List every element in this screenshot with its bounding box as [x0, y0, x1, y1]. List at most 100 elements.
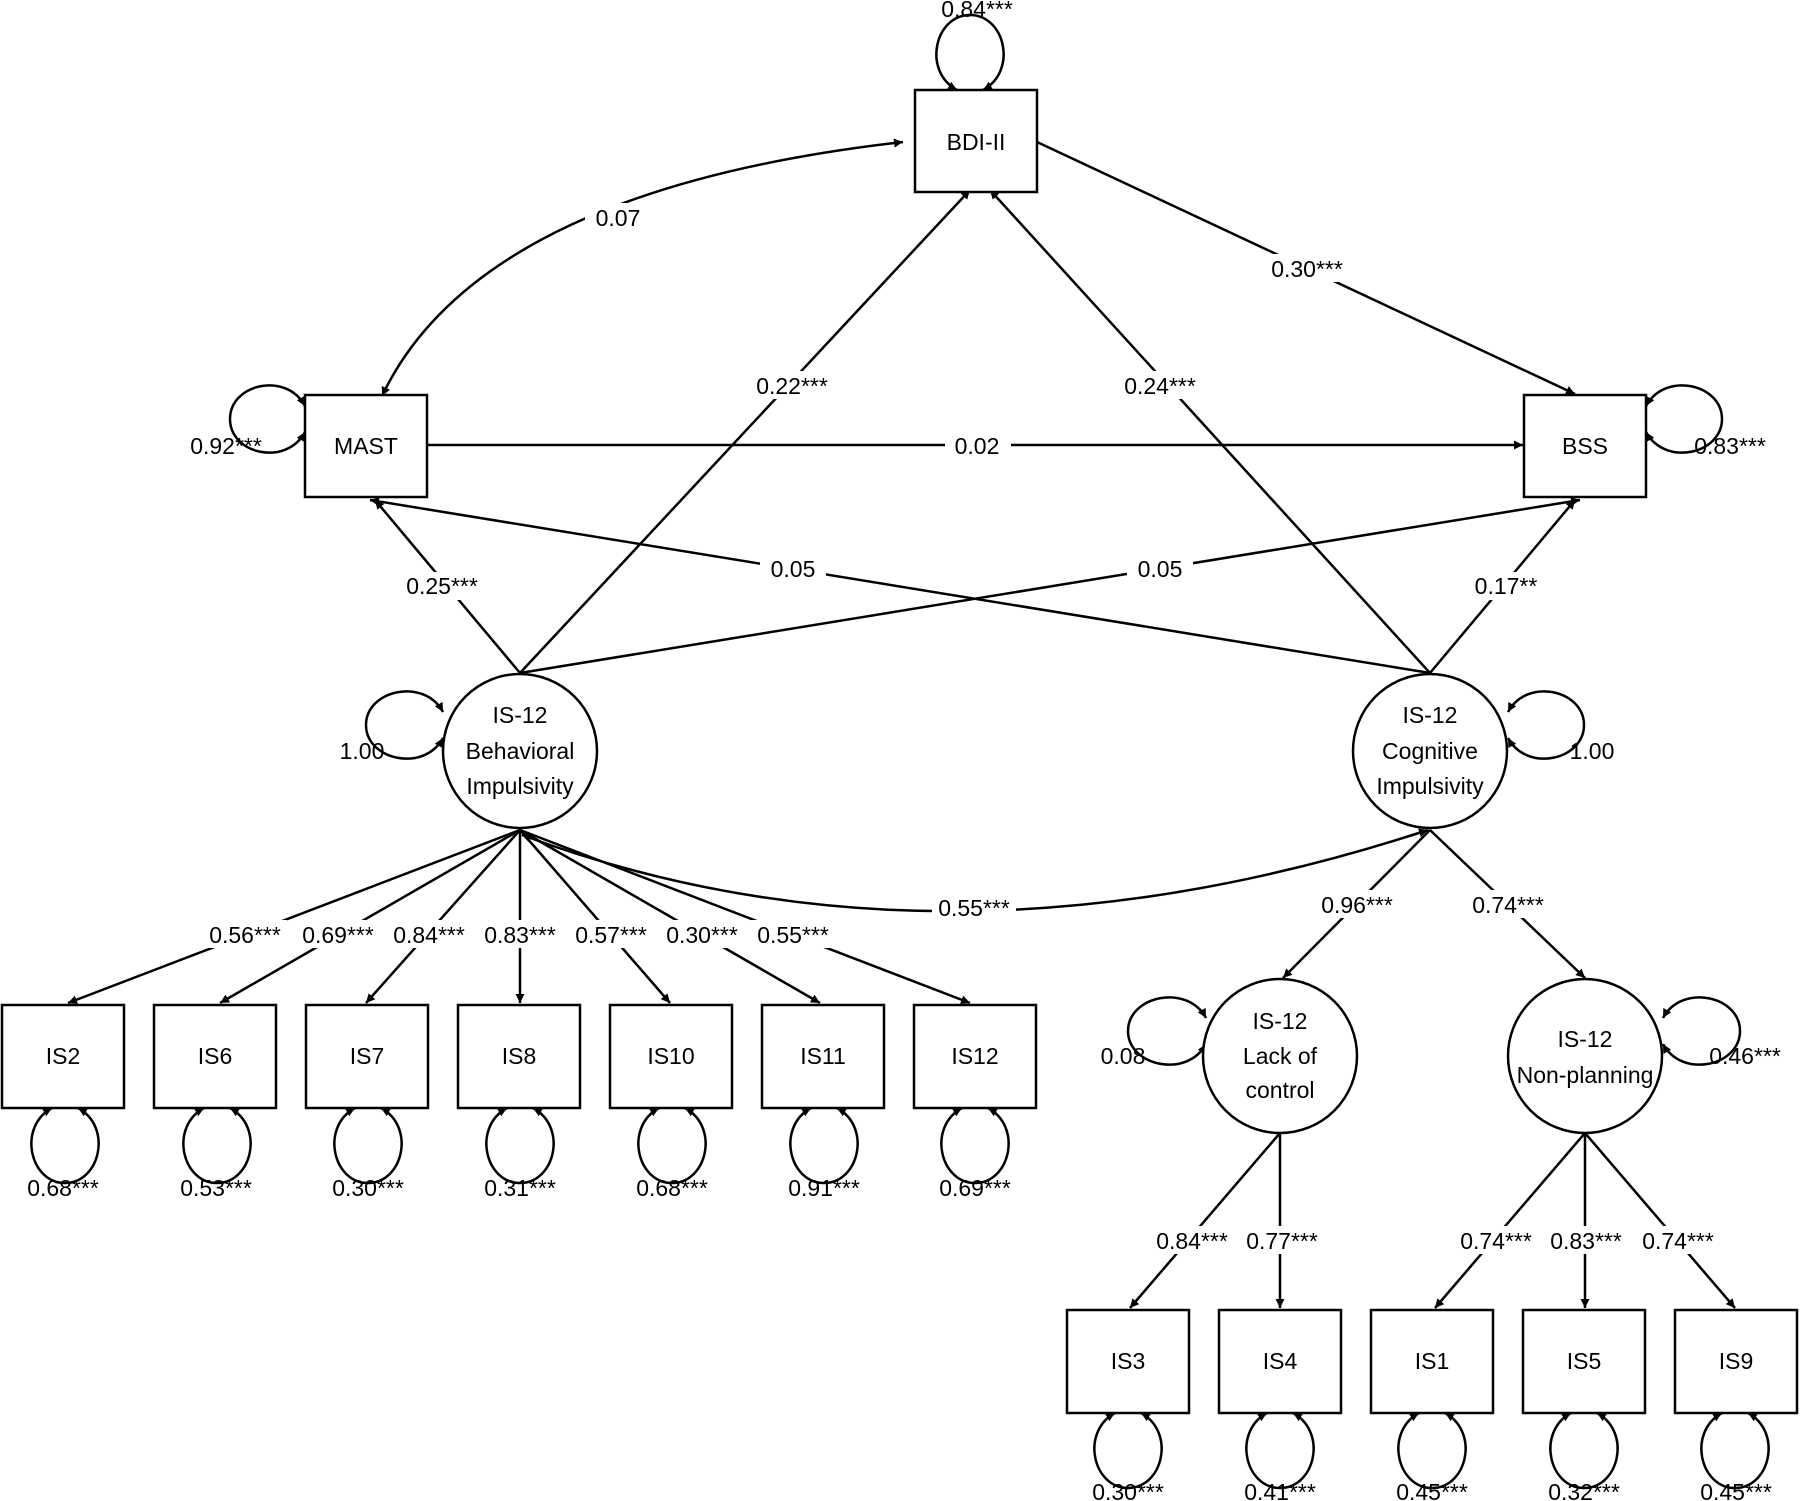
coef-mast-bss: 0.02 [945, 431, 1011, 459]
coef-load-is12: 0.55*** [751, 920, 835, 948]
node-is8: IS8 [456, 1003, 582, 1110]
node-cognitive: IS-12 Cognitive Impulsivity [1351, 672, 1509, 830]
node-is8-label: IS8 [502, 1043, 537, 1069]
edge-load-is12 [519, 828, 971, 1005]
node-nonplan-line1: IS-12 [1558, 1026, 1613, 1052]
node-is1-label: IS1 [1415, 1348, 1450, 1374]
svg-text:0.22***: 0.22*** [756, 373, 828, 399]
var-is5: 0.32*** [1548, 1479, 1620, 1501]
node-is12: IS12 [912, 1003, 1038, 1110]
var-is1: 0.45*** [1396, 1479, 1468, 1501]
var-behavioral: 1.00 [340, 738, 385, 764]
loop-mast [228, 384, 307, 454]
loop-is7 [333, 1106, 403, 1185]
coef-load-is9: 0.74*** [1636, 1226, 1720, 1254]
svg-text:0.69***: 0.69*** [302, 922, 374, 948]
var-is8: 0.31*** [484, 1175, 556, 1201]
node-mast: MAST [303, 393, 429, 499]
loop-lack [1126, 996, 1208, 1066]
svg-text:0.84***: 0.84*** [1156, 1228, 1228, 1254]
var-bdi: 0.84*** [941, 0, 1013, 22]
coef-cognitive-nonplan: 0.74*** [1466, 890, 1550, 918]
svg-text:0.83***: 0.83*** [484, 922, 556, 948]
edge-mast-bdi [380, 138, 904, 397]
coef-cognitive-mast: 0.05 [760, 554, 826, 582]
edge-load-is1 [1434, 1132, 1586, 1309]
node-is3: IS3 [1065, 1308, 1191, 1415]
svg-text:0.24***: 0.24*** [1124, 373, 1196, 399]
coef-behavioral-mast: 0.25*** [400, 572, 484, 600]
var-is7: 0.30*** [332, 1175, 404, 1201]
var-is12: 0.69*** [939, 1175, 1011, 1201]
node-lack-line3: control [1245, 1077, 1314, 1103]
edge-cognitive-bdi [989, 189, 1431, 674]
coef-mast-bdi: 0.07 [585, 203, 651, 231]
svg-text:0.07: 0.07 [596, 205, 641, 231]
svg-text:0.55***: 0.55*** [938, 895, 1010, 921]
svg-text:0.55***: 0.55*** [757, 922, 829, 948]
svg-text:0.74***: 0.74*** [1642, 1228, 1714, 1254]
node-is10: IS10 [608, 1003, 734, 1110]
node-non-planning: IS-12 Non-planning [1506, 977, 1664, 1135]
node-cognitive-line1: IS-12 [1403, 702, 1458, 728]
node-is9: IS9 [1673, 1308, 1799, 1415]
node-is1: IS1 [1369, 1308, 1495, 1415]
coef-load-is3: 0.84*** [1150, 1226, 1234, 1254]
var-lack-of-control: 0.08 [1101, 1043, 1146, 1069]
node-nonplan-line2: Non-planning [1517, 1062, 1654, 1088]
node-is6: IS6 [152, 1003, 278, 1110]
loop-is6 [182, 1106, 252, 1185]
edge-load-is10 [519, 829, 671, 1004]
edge-load-is11 [519, 828, 821, 1005]
coef-load-is5: 0.83*** [1544, 1226, 1628, 1254]
node-behavioral-line2: Behavioral [466, 738, 575, 764]
svg-text:0.02: 0.02 [955, 433, 1000, 459]
node-behavioral: IS-12 Behavioral Impulsivity [441, 672, 599, 830]
svg-text:0.30***: 0.30*** [1271, 256, 1343, 282]
loop-behavioral [364, 690, 445, 760]
node-is4: IS4 [1217, 1308, 1343, 1415]
var-is3: 0.30*** [1092, 1479, 1164, 1501]
node-is2-label: IS2 [46, 1043, 81, 1069]
node-is5-label: IS5 [1567, 1348, 1602, 1374]
var-is4: 0.41*** [1244, 1479, 1316, 1501]
loop-is2 [30, 1106, 100, 1185]
coef-load-is6: 0.69*** [296, 920, 380, 948]
coef-load-is8: 0.83*** [478, 920, 562, 948]
var-is10: 0.68*** [636, 1175, 708, 1201]
svg-text:0.30***: 0.30*** [666, 922, 738, 948]
node-is11: IS11 [760, 1003, 886, 1110]
svg-text:0.17**: 0.17** [1475, 573, 1538, 599]
edge-load-is9 [1584, 1132, 1736, 1309]
loop-is3 [1093, 1411, 1163, 1490]
coef-behavioral-bdi: 0.22*** [750, 371, 834, 399]
svg-text:0.05: 0.05 [1138, 556, 1183, 582]
node-is7: IS7 [304, 1003, 430, 1110]
svg-text:0.83***: 0.83*** [1550, 1228, 1622, 1254]
node-is5: IS5 [1521, 1308, 1647, 1415]
edge-behavioral-bdi [519, 189, 971, 674]
var-mast: 0.92*** [190, 433, 262, 459]
coef-load-is1: 0.74*** [1454, 1226, 1538, 1254]
svg-text:0.56***: 0.56*** [209, 922, 281, 948]
node-cognitive-line2: Cognitive [1382, 738, 1478, 764]
coef-load-is11: 0.30*** [660, 920, 744, 948]
edge-behavioral-bss [519, 497, 1581, 675]
loop-nonplan [1661, 996, 1742, 1066]
svg-text:0.74***: 0.74*** [1460, 1228, 1532, 1254]
svg-text:0.57***: 0.57*** [575, 922, 647, 948]
coef-cognitive-lack: 0.96*** [1315, 890, 1399, 918]
node-bdi-label: BDI-II [947, 129, 1006, 155]
edge-load-is6 [219, 828, 521, 1005]
loop-is9 [1700, 1411, 1770, 1490]
node-lack-of-control: IS-12 Lack of control [1201, 977, 1359, 1135]
node-is4-label: IS4 [1263, 1348, 1298, 1374]
svg-text:0.96***: 0.96*** [1321, 892, 1393, 918]
node-lack-line2: Lack of [1243, 1043, 1318, 1069]
coef-load-is10: 0.57*** [569, 920, 653, 948]
coef-load-is4: 0.77*** [1240, 1226, 1324, 1254]
node-behavioral-line3: Impulsivity [466, 773, 574, 799]
node-is10-label: IS10 [647, 1043, 694, 1069]
node-is12-label: IS12 [951, 1043, 998, 1069]
svg-text:0.25***: 0.25*** [406, 573, 478, 599]
